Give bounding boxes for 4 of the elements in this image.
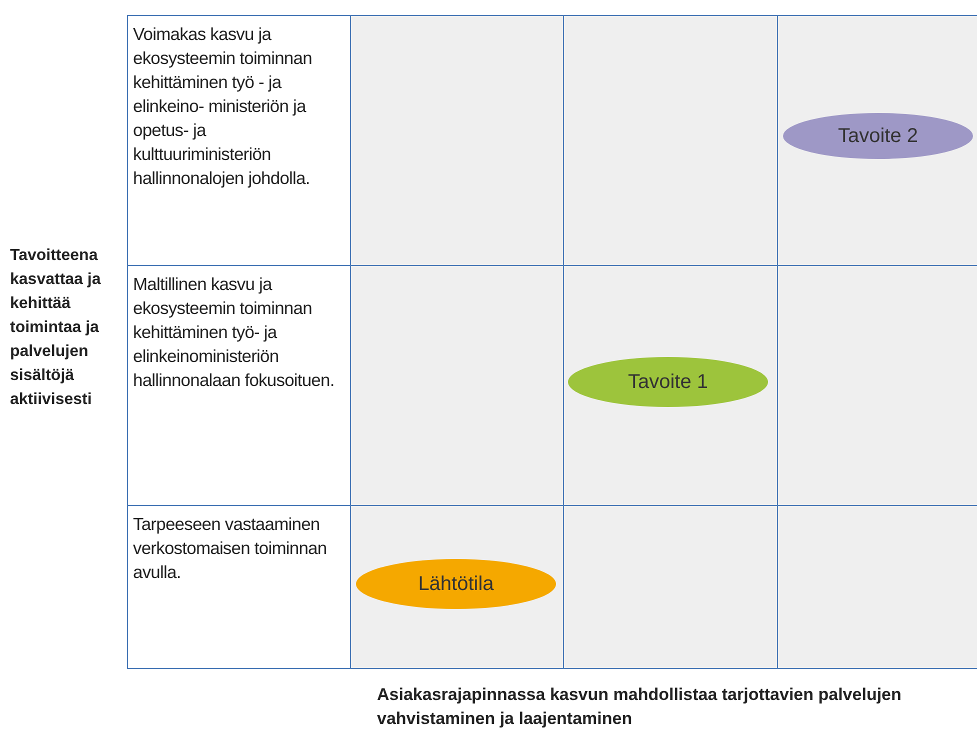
axis-title: Tavoitteena kasvattaa ja kehittää toimintaa ja palvelujen sisältöjä aktiivisesti bbox=[10, 246, 102, 410]
axis-title: Asiakasrajapinnassa kasvun mahdollistaa tarjottavien palvelujen vahvistaminen ja laajentaminen bbox=[377, 684, 902, 730]
row-header-cell: Tarpeeseen vastaaminen verkostomaisen toiminnan avulla. bbox=[127, 505, 351, 669]
row-header-cell: Voimakas kasvu ja ekosysteemin toiminnan kehittäminen työ - ja elinkeino- ministeriön ja opetus- ja kulttuuriministeriön hallinnonalojen johdolla. bbox=[127, 15, 351, 266]
